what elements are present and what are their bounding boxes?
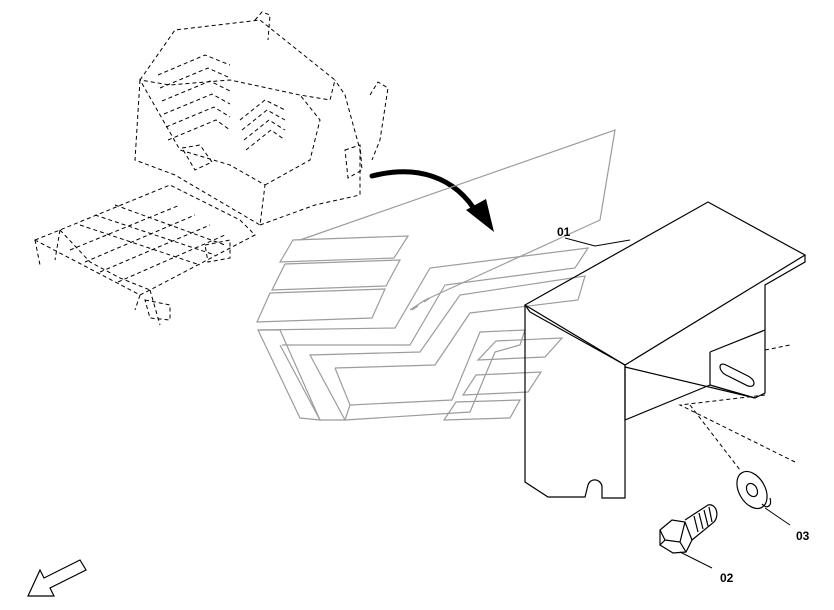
callout-01-group: 01 [557,225,631,247]
machine-frame-icon [33,11,389,326]
callout-label-01: 01 [557,225,571,239]
location-arrow-icon [369,169,494,232]
callout-03-group: 03 [764,507,810,543]
flat-washer-icon [736,470,772,510]
protective-cover-icon [523,201,807,499]
hex-bolt-icon [659,504,718,554]
ghost-housing-icon [256,129,616,421]
callout-label-02: 02 [720,571,734,585]
direction-arrow-icon [27,559,87,597]
callout-02-group: 02 [679,551,734,585]
alignment-lines [678,344,796,471]
callout-label-03: 03 [796,529,810,543]
